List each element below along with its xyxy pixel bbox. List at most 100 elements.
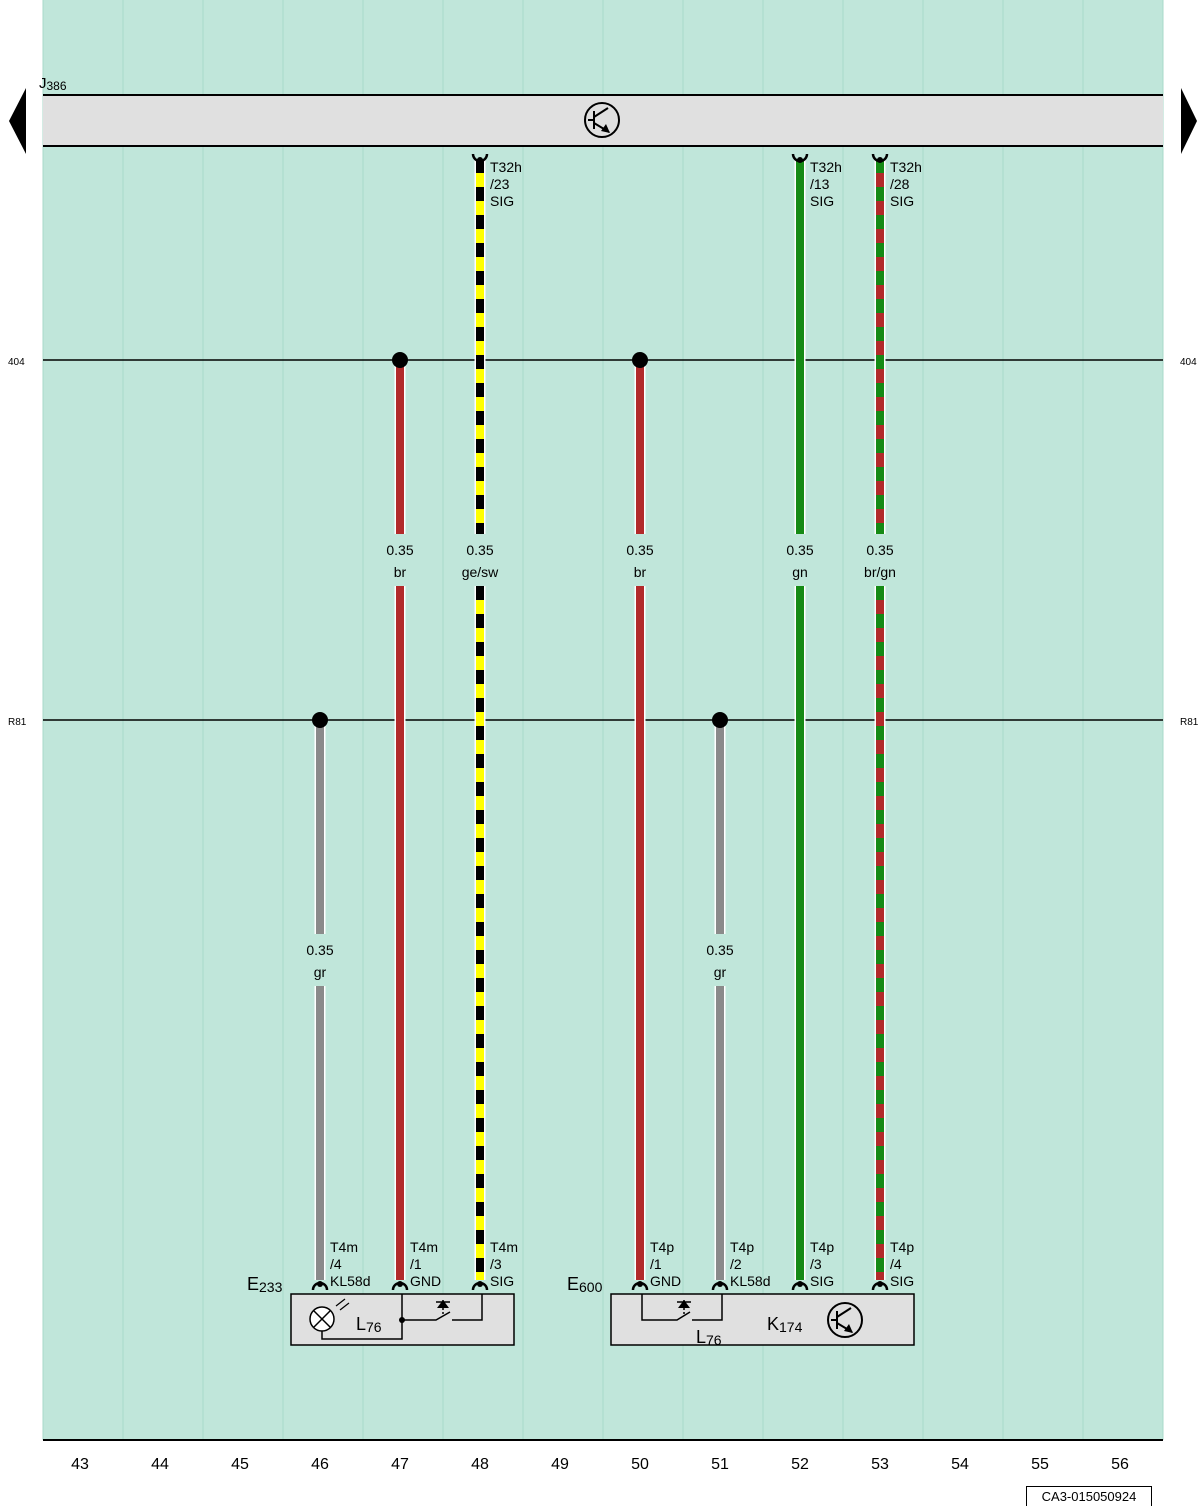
splice-dot xyxy=(312,712,328,728)
wire-size-label: 0.35 xyxy=(626,542,653,558)
pin-label: /1 xyxy=(650,1256,662,1272)
wire-size-label: 0.35 xyxy=(786,542,813,558)
pin-label: T4m xyxy=(410,1239,438,1255)
pin-label: SIG xyxy=(490,1273,514,1289)
transistor-icon xyxy=(584,102,620,138)
column-number: 49 xyxy=(551,1456,569,1473)
column-number: 43 xyxy=(71,1456,89,1473)
bus-label-right: R81 xyxy=(1180,717,1199,728)
wire-53: 0.35 br/gn xyxy=(864,159,896,1280)
pin-label: T4m xyxy=(490,1239,518,1255)
pin-label: T32h xyxy=(810,159,842,175)
arrow-left-icon xyxy=(9,88,26,154)
bus-label-left: R81 xyxy=(8,717,27,728)
connector-pins: T32h/23SIGT32h/13SIGT32h/28SIGT4m/4KL58d… xyxy=(311,153,922,1291)
pin-label: /1 xyxy=(410,1256,422,1272)
wire-size-label: 0.35 xyxy=(706,942,733,958)
arrow-right-icon xyxy=(1181,88,1197,154)
splice-dot xyxy=(392,352,408,368)
column-number: 54 xyxy=(951,1456,969,1473)
column-number: 52 xyxy=(791,1456,809,1473)
pin-label: T4p xyxy=(810,1239,834,1255)
wire-size-label: 0.35 xyxy=(386,542,413,558)
pin-label: SIG xyxy=(890,193,914,209)
column-number: 53 xyxy=(871,1456,889,1473)
pin-label: /3 xyxy=(810,1256,822,1272)
pin-label: /23 xyxy=(490,176,510,192)
pin-label: /13 xyxy=(810,176,830,192)
wire-47: 0.35 br xyxy=(386,352,414,1280)
component-e600-l76-label: L76 xyxy=(696,1327,722,1348)
pin-label: SIG xyxy=(490,193,514,209)
column-number: 44 xyxy=(151,1456,169,1473)
wire-color-label: gr xyxy=(314,964,327,980)
pin-label: /3 xyxy=(490,1256,502,1272)
column-number: 48 xyxy=(471,1456,489,1473)
pin-label: T4p xyxy=(890,1239,914,1255)
pin-label: T32h xyxy=(490,159,522,175)
column-number: 46 xyxy=(311,1456,329,1473)
wire-52: 0.35 gn xyxy=(786,159,814,1280)
wire-46: 0.35 gr xyxy=(306,712,334,1280)
column-number: 50 xyxy=(631,1456,649,1473)
wire-48: 0.35 ge/sw xyxy=(462,159,499,1280)
column-number: 56 xyxy=(1111,1456,1129,1473)
wire-color-label: ge/sw xyxy=(462,564,499,580)
light-ray-icon xyxy=(335,1298,346,1307)
pin-label: SIG xyxy=(810,1273,834,1289)
component-e233-label: E233 xyxy=(247,1274,283,1295)
switch-icon xyxy=(402,1311,451,1321)
pin-label: GND xyxy=(650,1273,681,1289)
wire-color-label: br xyxy=(394,564,407,580)
column-number: 51 xyxy=(711,1456,729,1473)
pin-label: GND xyxy=(410,1273,441,1289)
pin-label: SIG xyxy=(810,193,834,209)
wire-color-label: br xyxy=(634,564,647,580)
column-ruler: 43 44 45 46 47 48 49 50 51 52 53 54 55 56 xyxy=(43,1439,1163,1473)
wires: 0.35gr0.35br0.35ge/sw0.35br0.35gr0.35gn0… xyxy=(306,159,896,1280)
switch-icon xyxy=(641,1294,691,1321)
splice-dot xyxy=(712,712,728,728)
control-unit-label: J386 xyxy=(39,75,67,93)
component-e600-label: E600 xyxy=(567,1274,603,1295)
pin-label: /28 xyxy=(890,176,910,192)
wire-50: 0.35 br xyxy=(626,352,654,1280)
document-id: CA3-015050924 xyxy=(1026,1486,1152,1506)
splice-dot xyxy=(632,352,648,368)
wire-color-label: gr xyxy=(714,964,727,980)
wire-color-label: gn xyxy=(792,564,808,580)
pin-label: T4p xyxy=(730,1239,754,1255)
wire-size-label: 0.35 xyxy=(466,542,493,558)
pin-label: T4m xyxy=(330,1239,358,1255)
pin-label: KL58d xyxy=(730,1273,770,1289)
bus-label-right: 404 xyxy=(1180,357,1197,368)
pin-label: /4 xyxy=(890,1256,902,1272)
pin-label: T4p xyxy=(650,1239,674,1255)
wire-color-label: br/gn xyxy=(864,564,896,580)
bus-label-left: 404 xyxy=(8,357,25,368)
column-number: 45 xyxy=(231,1456,249,1473)
column-number: 47 xyxy=(391,1456,409,1473)
pin-label: /4 xyxy=(330,1256,342,1272)
wire-size-label: 0.35 xyxy=(306,942,333,958)
wire-size-label: 0.35 xyxy=(866,542,893,558)
pin-label: SIG xyxy=(890,1273,914,1289)
component-e600-k174-label: K174 xyxy=(767,1314,803,1335)
column-number: 55 xyxy=(1031,1456,1049,1473)
pin-label: /2 xyxy=(730,1256,742,1272)
wire-51: 0.35 gr xyxy=(706,712,734,1280)
